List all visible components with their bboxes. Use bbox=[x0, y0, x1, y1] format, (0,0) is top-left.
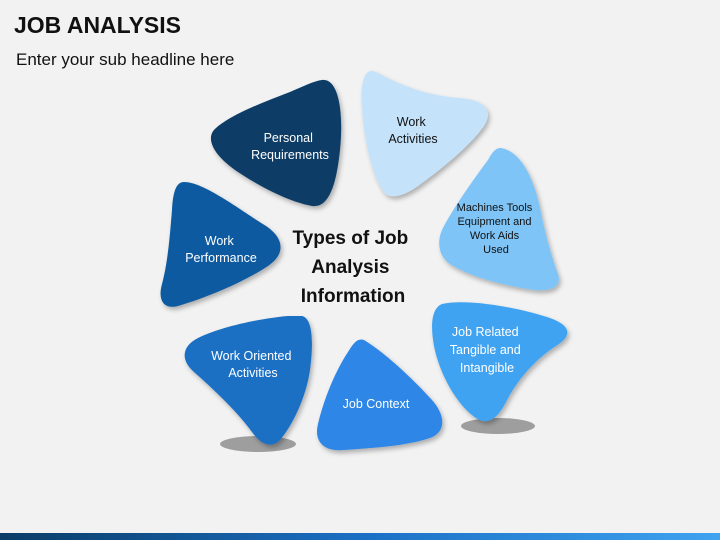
petal-label-line: Intangible bbox=[460, 361, 514, 375]
slide-subtitle: Enter your sub headline here bbox=[16, 50, 235, 69]
petal-label-line: Tangible and bbox=[450, 343, 521, 357]
svg-text:Personal Requirements: Personal Requirements bbox=[251, 131, 329, 162]
svg-text:Job Related Tangible and: Job Related Tangible and Intangible bbox=[450, 325, 524, 375]
petal-label-line: Activities bbox=[388, 132, 437, 146]
svg-text:Job Context: Job Context bbox=[343, 397, 410, 411]
petal-label-line: Used bbox=[483, 244, 509, 256]
bottom-accent-bar bbox=[0, 533, 720, 540]
petal-job-context[interactable]: Job Context bbox=[317, 339, 443, 451]
svg-text:Work Performance: Work Performance bbox=[185, 234, 257, 265]
svg-text:Work Activities: Work Activities bbox=[388, 115, 437, 146]
shadow-right bbox=[461, 418, 535, 434]
petal-work-performance[interactable]: Work Performance bbox=[160, 182, 281, 307]
center-line: Analysis bbox=[311, 257, 389, 278]
petal-label-line: Work Aids bbox=[470, 230, 520, 242]
petal-work-oriented[interactable]: Work Oriented Activities bbox=[184, 316, 312, 445]
center-label: Types of Job Analysis Information bbox=[292, 228, 413, 307]
svg-text:Types of Job Analysis: Types of Job Analysis Information bbox=[292, 228, 413, 307]
petal-label-line: Machines Tools bbox=[457, 202, 533, 214]
petal-work-activities[interactable]: Work Activities bbox=[361, 70, 488, 197]
petal-label-line: Personal bbox=[264, 131, 313, 145]
center-line: Types of Job bbox=[292, 228, 408, 249]
petal-job-related[interactable]: Job Related Tangible and Intangible bbox=[432, 302, 568, 422]
petal-label-line: Work bbox=[205, 234, 235, 248]
petal-label-line: Work bbox=[397, 115, 427, 129]
svg-text:Machines Tools Equipment: Machines Tools Equipment and Work Aids U… bbox=[457, 202, 536, 256]
petal-label-line: Job Context bbox=[343, 397, 410, 411]
petal-label-line: Requirements bbox=[251, 148, 329, 162]
center-line: Information bbox=[301, 286, 406, 307]
petal-label-line: Job Related bbox=[452, 325, 519, 339]
petal-label-line: Activities bbox=[228, 366, 277, 380]
petal-label-line: Equipment and bbox=[457, 216, 531, 228]
petal-personal-requirements[interactable]: Personal Requirements bbox=[210, 79, 342, 207]
svg-text:Work Oriented Activities: Work Oriented Activities bbox=[211, 349, 295, 380]
petal-label-line: Performance bbox=[185, 251, 257, 265]
petal-machines-tools[interactable]: Machines Tools Equipment and Work Aids U… bbox=[439, 148, 559, 291]
petal-label-line: Work Oriented bbox=[211, 349, 291, 363]
slide-title: JOB ANALYSIS bbox=[14, 12, 182, 38]
